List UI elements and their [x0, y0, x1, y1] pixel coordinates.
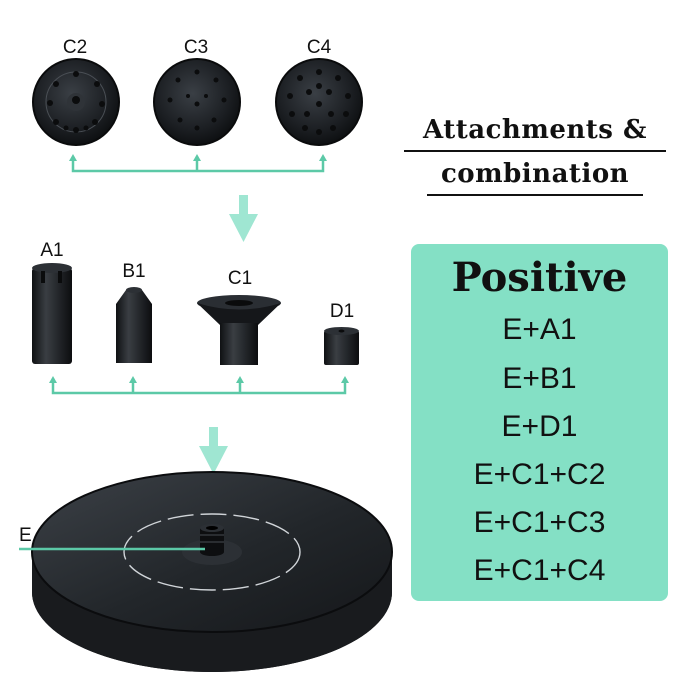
- title-line-1: Attachments &: [423, 115, 647, 145]
- combinations-panel: Positive E+A1 E+B1 E+D1 E+C1+C2 E+C1+C3 …: [411, 244, 668, 601]
- head-b1: [116, 287, 152, 363]
- head-c1: [197, 295, 281, 365]
- label-c3: C3: [183, 37, 209, 58]
- combination-item: E+B1: [502, 362, 577, 395]
- label-c2: C2: [62, 37, 88, 58]
- label-c4: C4: [306, 37, 332, 58]
- panel-title: Positive: [451, 254, 628, 301]
- combination-item: E+C1+C3: [473, 506, 606, 539]
- title-underline-1: [404, 150, 666, 152]
- down-arrow-2: [199, 427, 228, 474]
- title-line-2: combination: [440, 159, 630, 189]
- head-a1: [32, 263, 72, 364]
- title-underline-2: [427, 194, 643, 196]
- head-d1: [324, 327, 359, 365]
- label-d1: D1: [329, 301, 355, 322]
- down-arrow-1: [229, 195, 258, 242]
- bracket-nozzles: [71, 160, 325, 173]
- label-b1: B1: [122, 261, 146, 282]
- combination-item: E+C1+C2: [473, 458, 606, 491]
- combination-item: E+D1: [501, 410, 578, 443]
- combination-item: E+C1+C4: [473, 554, 606, 587]
- nozzle-c2: [32, 58, 120, 146]
- nozzle-c4: [275, 58, 363, 146]
- label-e: E: [19, 525, 32, 546]
- fountain-base: [31, 471, 393, 672]
- combination-item: E+A1: [502, 313, 577, 346]
- label-a1: A1: [40, 240, 64, 261]
- bracket-heads: [51, 382, 347, 395]
- label-c1: C1: [227, 268, 253, 289]
- nozzle-c3: [153, 58, 241, 146]
